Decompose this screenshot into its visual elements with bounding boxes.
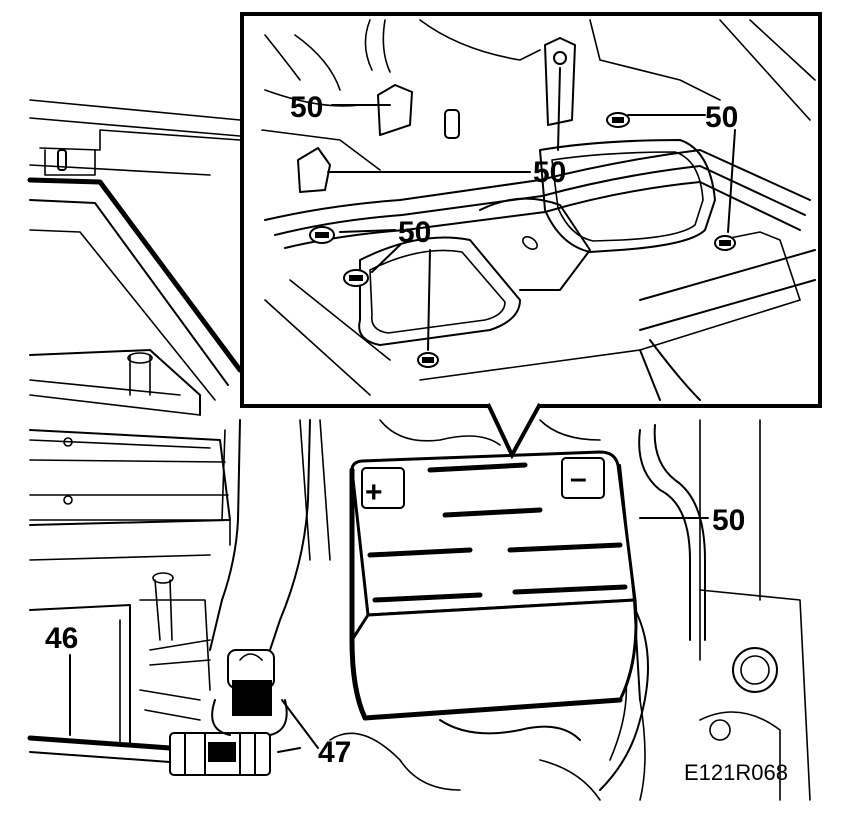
callout-50-center: 50	[533, 156, 566, 189]
negative-terminal	[561, 457, 605, 499]
battery-tray-linework	[261, 19, 816, 401]
leader-inset-right-down	[727, 129, 736, 233]
callout-46: 46	[45, 622, 78, 655]
battery-cable-assembly	[27, 419, 311, 776]
callout-50-lower: 50	[398, 216, 431, 249]
bolt-icon	[343, 269, 369, 287]
bolt-icon	[417, 352, 439, 368]
reference-code: E121R068	[684, 760, 788, 785]
bolt-icon	[309, 226, 335, 244]
negative-terminal-label: –	[570, 462, 587, 495]
leader-inset-center-up	[557, 67, 561, 151]
bolt-icon	[714, 235, 736, 251]
leader-47b	[281, 699, 319, 749]
positive-terminal-label: +	[365, 476, 383, 509]
inset-detail	[240, 12, 822, 460]
leader-inset-lower-down	[427, 249, 431, 351]
leader-inset-lower-bolt	[371, 244, 401, 273]
callout-50-bracket: 50	[290, 91, 323, 124]
battery: + –	[349, 450, 641, 721]
callout-47: 47	[318, 736, 351, 769]
leader-47a	[277, 747, 301, 753]
callout-50-bolt: 50	[705, 101, 738, 134]
bolt-icon	[606, 112, 630, 128]
engine-bay-linework	[27, 99, 811, 801]
callout-50-clamp: 50	[712, 504, 745, 537]
leader-inset-lower-left	[339, 229, 396, 233]
positive-terminal	[361, 467, 405, 509]
